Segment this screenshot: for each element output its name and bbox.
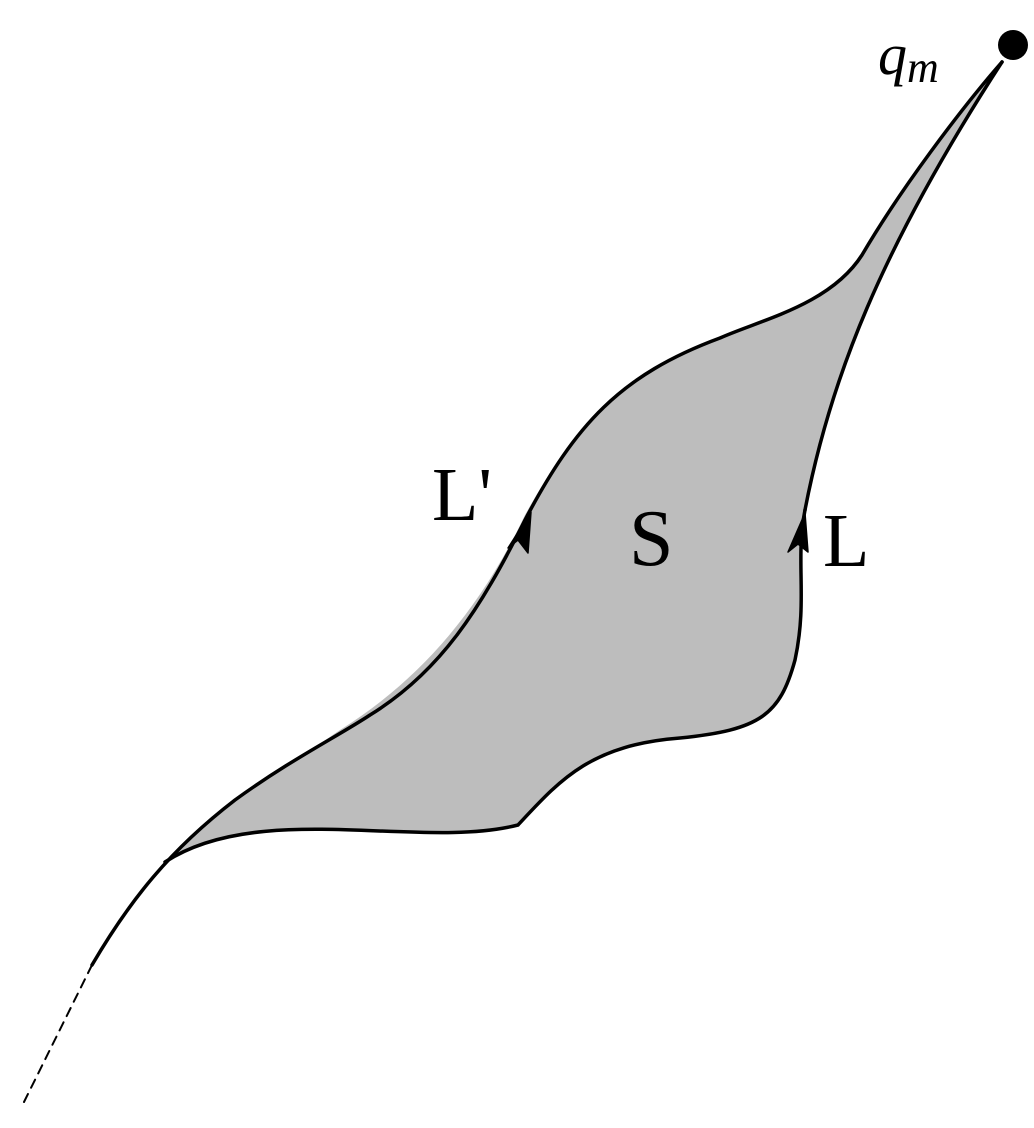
curve-l: [803, 60, 1004, 512]
endpoint-label-subscript: m: [907, 43, 939, 92]
curve-l-prime-label: L': [432, 453, 492, 537]
surface-region: [165, 62, 1002, 862]
surface-label: S: [629, 495, 674, 583]
surface-lower-edge: [163, 508, 807, 864]
arrow-l-prime-icon: [507, 511, 532, 554]
dashed-extension: [23, 964, 93, 1103]
curve-l-label: L: [823, 499, 869, 583]
endpoint-label-main: q: [878, 22, 907, 87]
arrow-l-icon: [787, 512, 809, 553]
endpoint-dot: [998, 30, 1028, 60]
curve-l-prime: [90, 60, 1004, 967]
endpoint-label: qm: [878, 22, 939, 92]
